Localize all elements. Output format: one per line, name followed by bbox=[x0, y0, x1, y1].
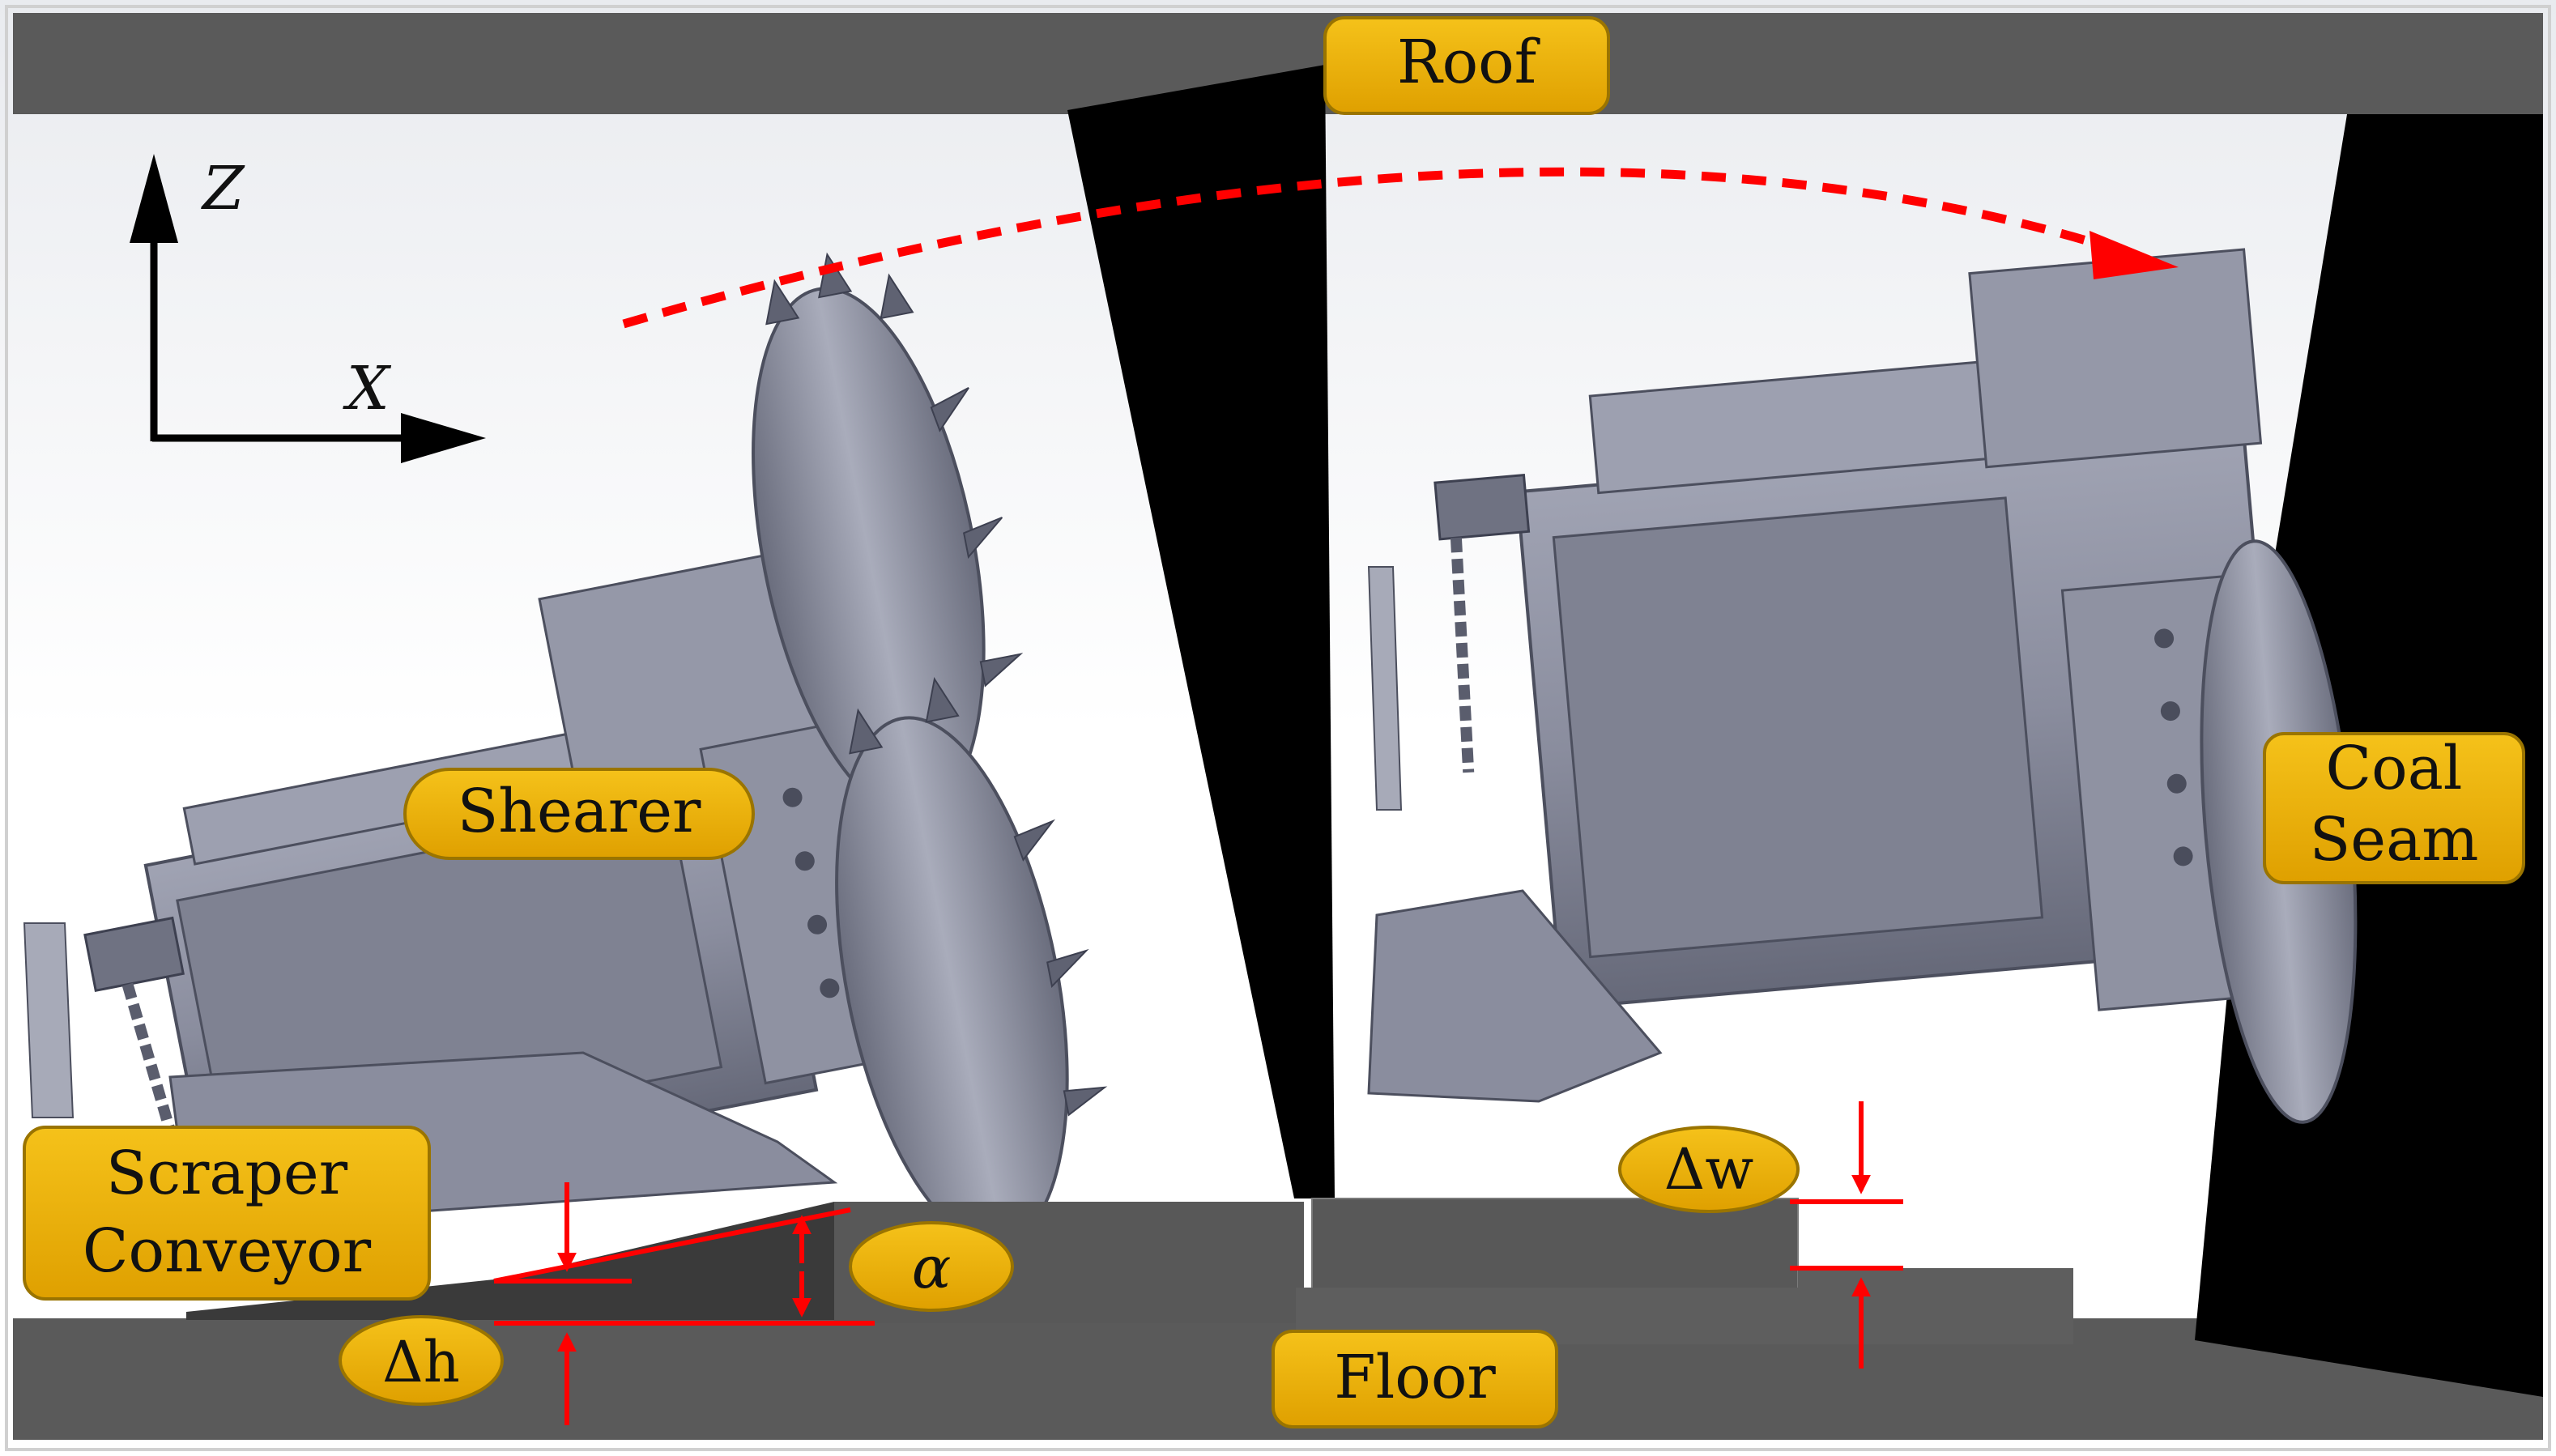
motion-arrow-head bbox=[2090, 231, 2179, 279]
coal-wall-left bbox=[1067, 65, 1335, 1198]
shearer-base-right bbox=[1367, 889, 1663, 1103]
axes: Z X bbox=[130, 154, 486, 463]
scraper-label-line2: Conveyor bbox=[83, 1216, 372, 1286]
label-roof: Roof bbox=[1323, 16, 1610, 115]
delta-h-label: Δh bbox=[382, 1329, 460, 1395]
gearbox-bolts-right bbox=[2154, 628, 2193, 866]
label-coal-seam: Coal Seam bbox=[2263, 732, 2525, 884]
label-delta-h: Δh bbox=[339, 1315, 504, 1406]
conveyor-pan-3 bbox=[1311, 1198, 1799, 1295]
measurement-lines bbox=[493, 1199, 1903, 1326]
label-scraper-conveyor: Scraper Conveyor bbox=[23, 1126, 431, 1301]
shearer-right bbox=[1433, 248, 2358, 1124]
motion-path-arrow bbox=[622, 167, 2148, 329]
measurement-arrows bbox=[557, 1101, 1871, 1425]
frame-border bbox=[5, 5, 2551, 1451]
conveyor-pan-5 bbox=[1798, 1268, 2073, 1333]
x-axis-arrowhead bbox=[401, 413, 486, 463]
shearer-label: Shearer bbox=[458, 777, 701, 846]
label-alpha: α bbox=[849, 1221, 1014, 1312]
cable-drum-right bbox=[1433, 473, 1531, 541]
coal-seam-label-line2: Seam bbox=[2310, 805, 2479, 875]
label-delta-w: Δw bbox=[1618, 1126, 1800, 1213]
delta-w-label: Δw bbox=[1664, 1136, 1753, 1203]
alpha-label: α bbox=[912, 1233, 952, 1301]
shearer-side-plate-left bbox=[23, 922, 75, 1118]
cable-chain-right bbox=[1450, 537, 1475, 773]
gearbox-bolts bbox=[782, 787, 840, 998]
cable-drum bbox=[83, 916, 185, 993]
label-floor: Floor bbox=[1272, 1330, 1558, 1428]
ranging-arm-right bbox=[1968, 248, 2263, 469]
x-axis-label: X bbox=[343, 354, 392, 424]
motor-cylinder-right bbox=[1552, 496, 2044, 959]
shearer-side-plate-right bbox=[1367, 566, 1403, 811]
label-shearer: Shearer bbox=[403, 768, 755, 860]
floor-label: Floor bbox=[1334, 1343, 1496, 1412]
z-axis-arrowhead bbox=[130, 154, 178, 243]
coal-seam-label-line1: Coal bbox=[2326, 734, 2463, 803]
roof-label: Roof bbox=[1397, 28, 1540, 97]
z-axis-label: Z bbox=[201, 154, 245, 224]
scraper-label-line1: Scraper bbox=[106, 1139, 348, 1208]
